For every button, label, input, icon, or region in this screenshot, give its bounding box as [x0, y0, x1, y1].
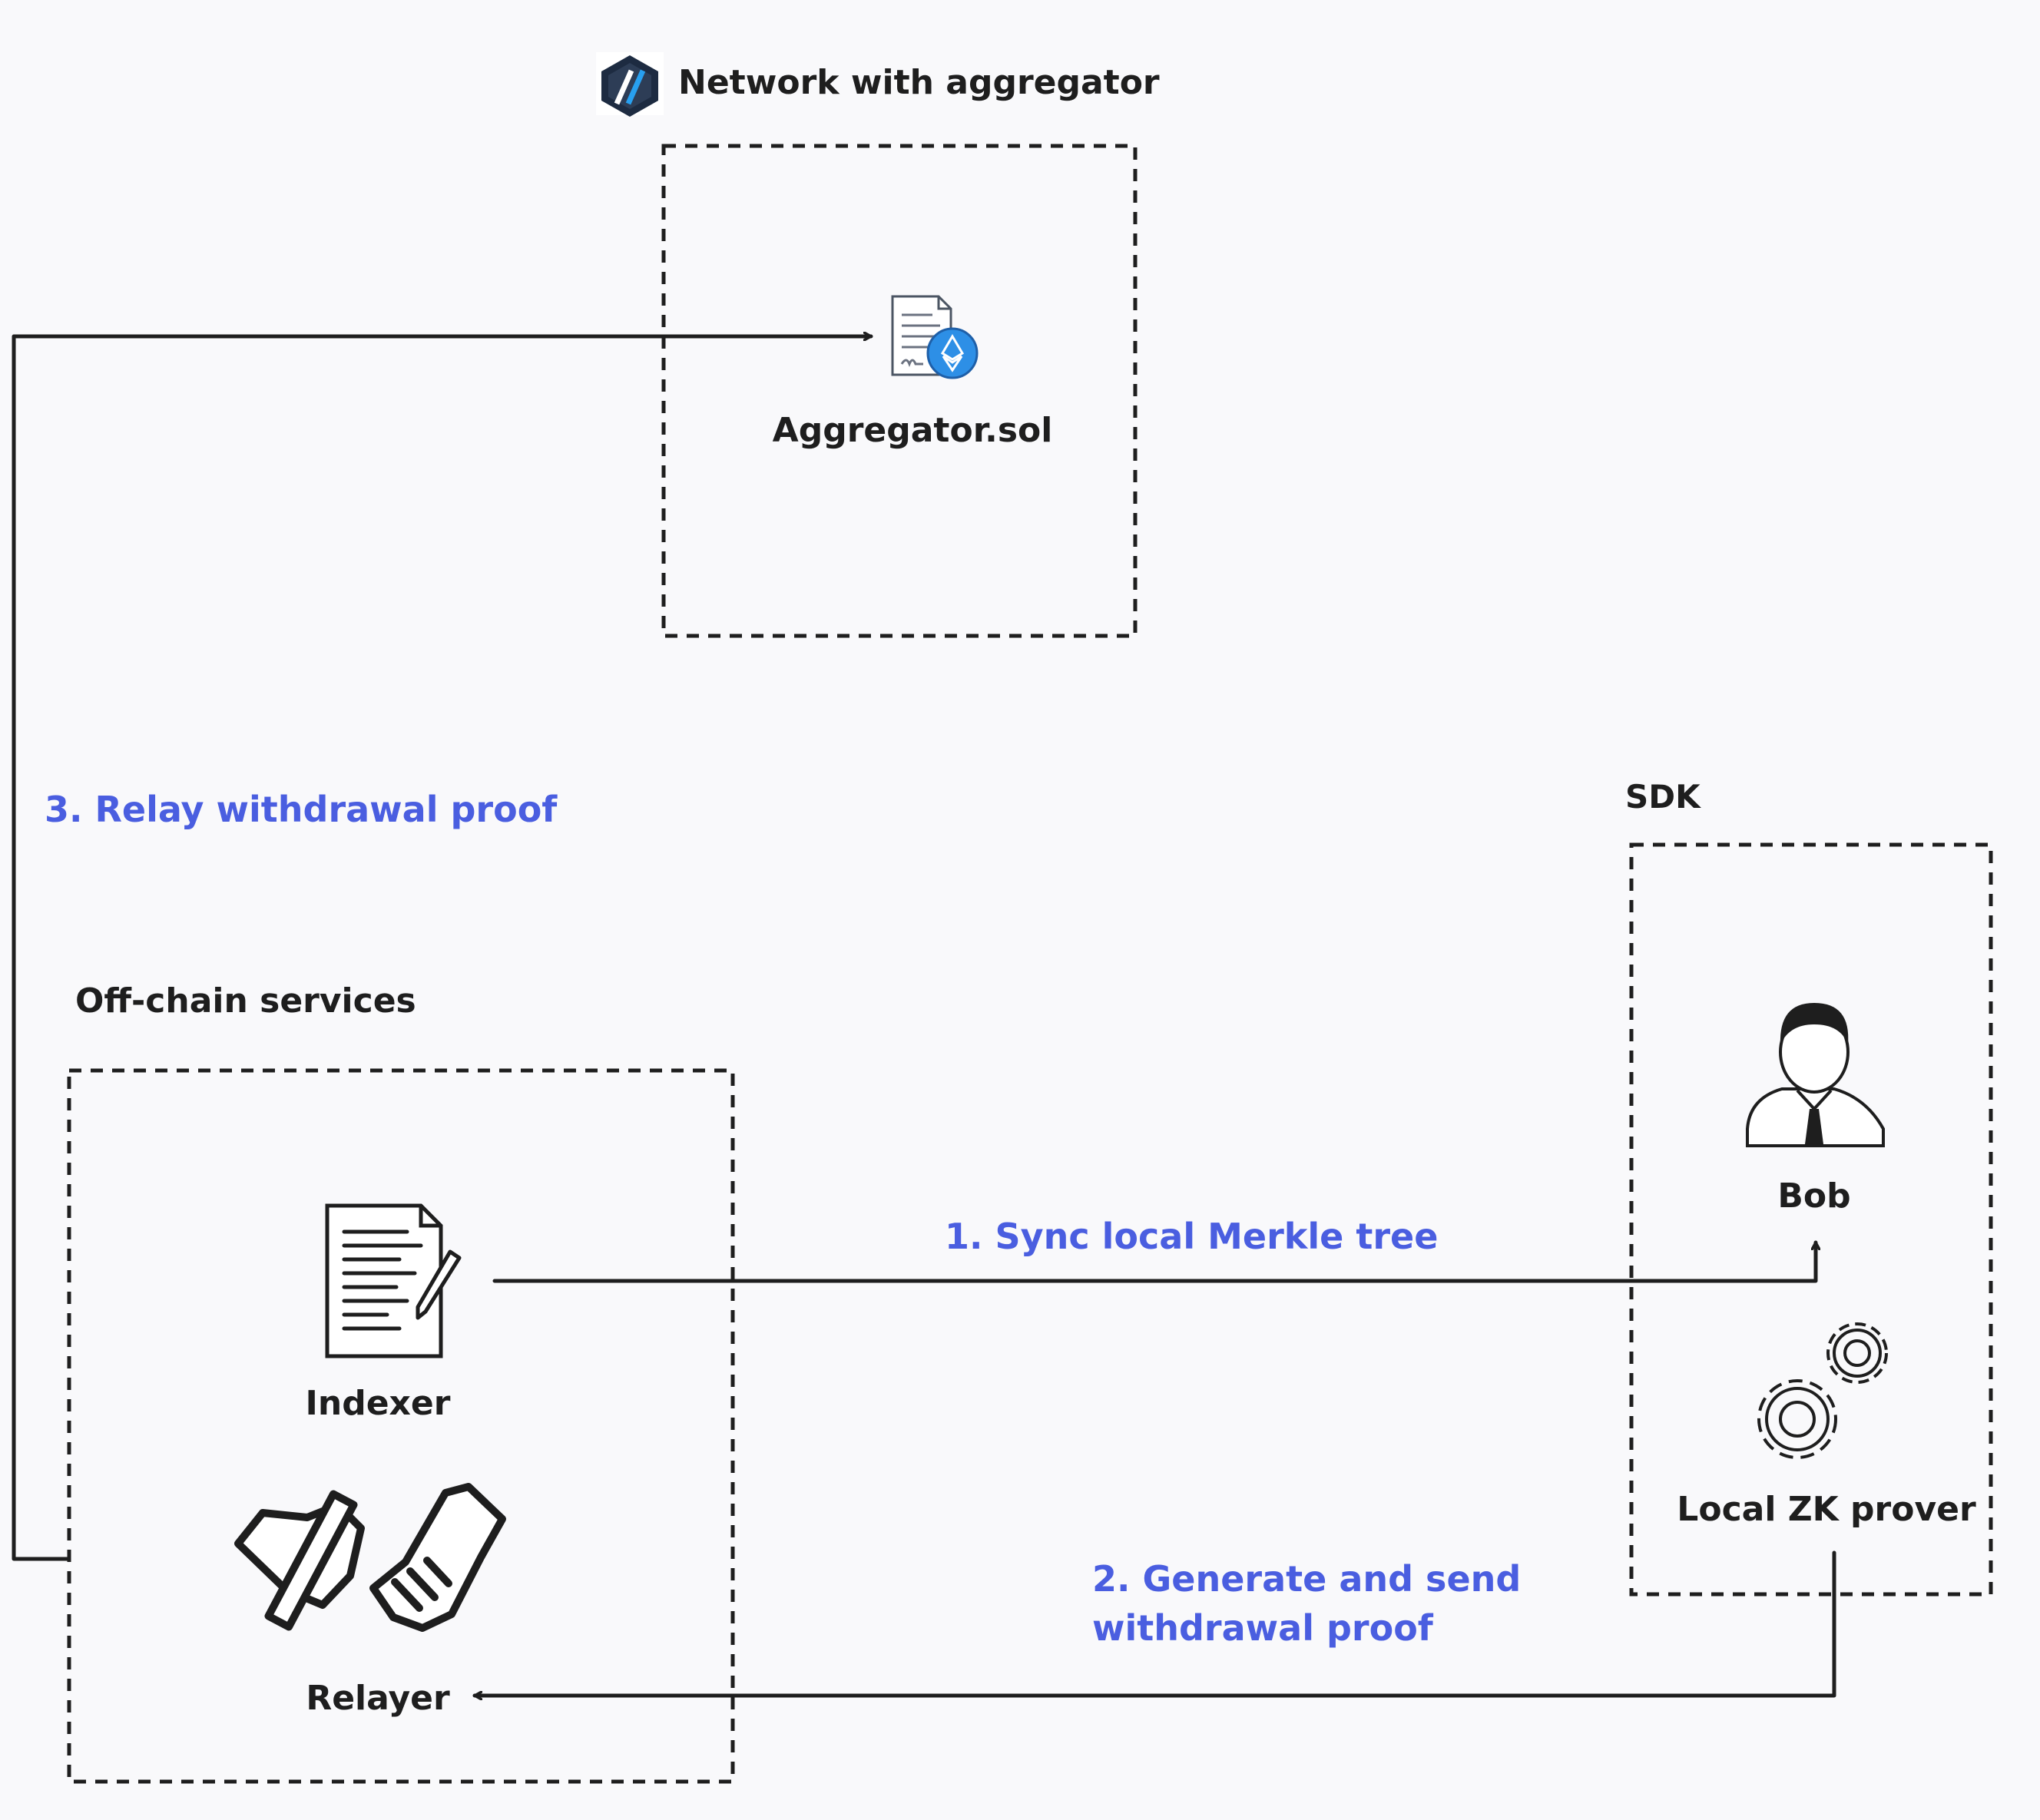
- edge-generate-proof: [472, 1550, 1836, 1696]
- edge-generate-label-line1: 2. Generate and send: [1092, 1558, 1521, 1600]
- handshake-baton-icon: [234, 1483, 506, 1632]
- network-group-box: [661, 144, 1138, 638]
- sdk-group-box: [1629, 842, 1993, 1597]
- local-zk-prover-label: Local ZK prover: [1677, 1490, 1976, 1529]
- edge-sync-label: 1. Sync local Merkle tree: [945, 1216, 1438, 1257]
- offchain-group-title: Off-chain services: [75, 981, 416, 1021]
- sdk-group-title: SDK: [1625, 778, 1701, 816]
- arbitrum-logo-icon: [596, 52, 664, 117]
- document-pen-icon: [325, 1203, 462, 1358]
- edge-relay-proof: [12, 336, 873, 1561]
- gears-icon: [1757, 1322, 1888, 1459]
- edge-relay-label: 3. Relay withdrawal proof: [45, 789, 558, 830]
- edge-sync-merkle-tree: [492, 1240, 1816, 1283]
- offchain-group-box: [67, 1068, 735, 1784]
- ethereum-contract-document-icon: [891, 295, 979, 379]
- aggregator-contract-label: Aggregator.sol: [773, 411, 1053, 450]
- relayer-label: Relayer: [306, 1679, 450, 1718]
- network-group-title: Network with aggregator: [678, 63, 1160, 102]
- edge-generate-label-line2: withdrawal proof: [1092, 1607, 1434, 1649]
- indexer-label: Indexer: [306, 1384, 451, 1423]
- person-icon: [1746, 1003, 1885, 1147]
- bob-label: Bob: [1777, 1176, 1850, 1216]
